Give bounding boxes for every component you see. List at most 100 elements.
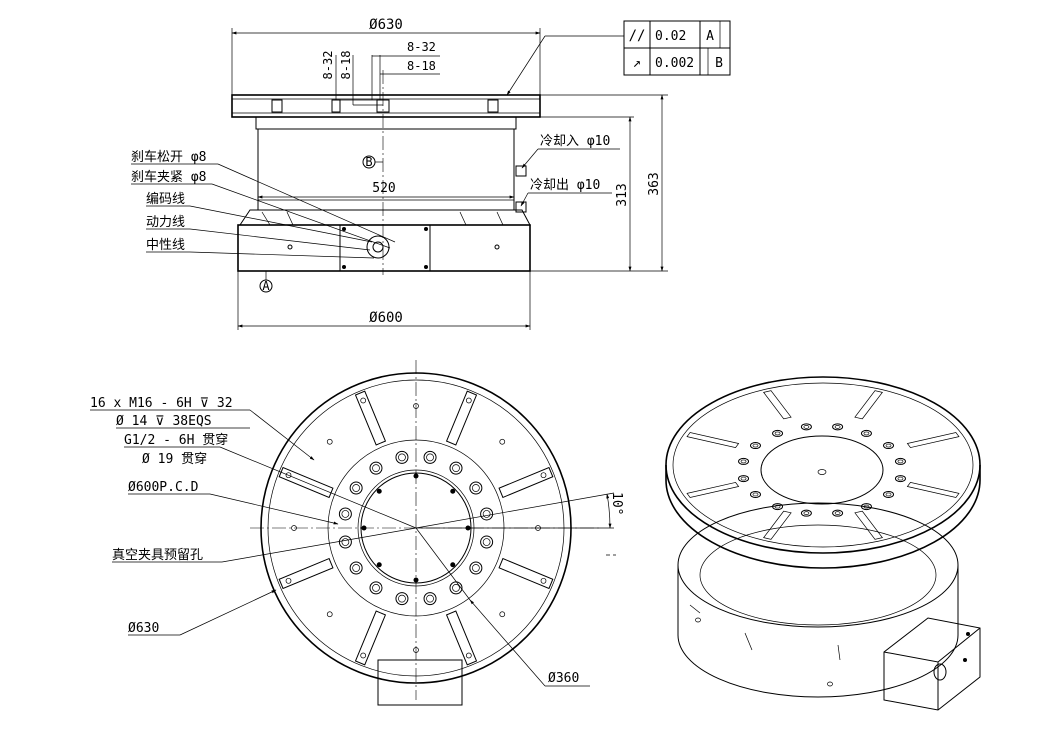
iso-bolt-hole (883, 442, 895, 450)
label-encoder-line: 编码线 (146, 192, 185, 207)
dim-overall-height: 363 (647, 172, 662, 195)
label-brake-clamp: 刹车夹紧 φ8 (131, 169, 206, 185)
isometric-view (665, 376, 981, 711)
t-slot (498, 557, 554, 590)
bolt-hole (369, 581, 383, 595)
iso-bolt-hole (894, 475, 906, 483)
bolt-hole-inner (472, 484, 480, 492)
bolt-hole-inner (452, 464, 460, 472)
bolt-hole-inner (341, 538, 350, 546)
thread-left-a: 8-32 (321, 51, 335, 80)
tolerance-frame: // 0.02 A ↗ 0.002 B (623, 20, 731, 76)
angle-label: 10° (609, 492, 624, 515)
iso-bolt-hole-inner (834, 511, 841, 516)
iso-bolt-holes (738, 423, 906, 517)
rim-hole (360, 652, 367, 659)
iso-t-slot (906, 432, 960, 448)
port-spec-1: G1/2 - 6H 贯穿 (124, 432, 228, 448)
t-slot (278, 466, 334, 499)
dim-bottom-diameter: Ø600 (369, 310, 403, 326)
bolt-hole (395, 450, 409, 464)
bolt-hole-inner (372, 584, 380, 592)
label-brake-release: 刹车松开 φ8 (131, 149, 206, 165)
bolt-hole-inner (472, 564, 480, 572)
t-slots (278, 390, 554, 666)
tol-row1-value: 0.02 (655, 29, 686, 44)
iso-t-slot (763, 510, 792, 540)
label-cooling-in: 冷却入 φ10 (540, 134, 610, 149)
iso-bolt-hole (860, 503, 872, 511)
bolt-holes (338, 450, 494, 606)
port-spec-2: Ø 19 贯穿 (142, 451, 207, 467)
bolt-hole (480, 535, 494, 549)
iso-bolt-hole-inner (774, 504, 781, 509)
iso-t-slot (854, 510, 883, 540)
t-slot (354, 390, 387, 446)
inner-dot (450, 562, 456, 568)
iso-bolt-hole (772, 503, 784, 511)
iso-bolt-hole-inner (885, 492, 892, 497)
iso-bolt-hole (832, 509, 844, 517)
bolt-hole-inner (482, 538, 491, 546)
bolt-hole (395, 592, 409, 606)
bolt-hole-inner (482, 510, 491, 518)
bolt-hole (469, 561, 483, 575)
iso-bolt-hole-inner (863, 431, 870, 436)
dia-630-label: Ø630 (128, 621, 159, 636)
rim-hole (465, 397, 472, 404)
iso-bolt-hole-inner (897, 459, 904, 464)
bolt-hole-inner (352, 564, 360, 572)
t-slot (498, 466, 554, 499)
iso-bolt-hole-inner (897, 476, 904, 481)
bolt-hole (423, 450, 437, 464)
bolt-hole-inner (426, 594, 434, 603)
bolt-hole-inner (452, 584, 460, 592)
inner-dot (450, 488, 456, 494)
bolt-hole (449, 461, 463, 475)
top-view: 10° 16 x M16 - 6H ⊽ 32 Ø 14 ⊽ 38EQS G1/2… (90, 360, 624, 706)
bolt-hole (469, 481, 483, 495)
datum-a-label: A (262, 279, 270, 293)
iso-bolt-hole (860, 429, 872, 437)
iso-t-slot (686, 432, 740, 448)
t-slot (278, 557, 334, 590)
rim-hole (540, 472, 547, 479)
iso-t-slot (854, 390, 883, 420)
vacuum-hole-label: 真空夹具预留孔 (112, 548, 203, 563)
dim-body-height: 313 (615, 183, 630, 206)
iso-bolt-hole (738, 457, 750, 465)
front-view: B A Ø630 520 Ø600 313 363 8-32 8-18 (131, 17, 668, 330)
hole-spec-2: Ø 14 ⊽ 38EQS (116, 414, 212, 429)
iso-bolt-hole (800, 423, 812, 431)
bolt-hole-inner (426, 453, 434, 462)
iso-bolt-hole-inner (740, 459, 747, 464)
rim-hole (499, 611, 506, 618)
iso-bolt-hole (894, 457, 906, 465)
bolt-hole (349, 561, 363, 575)
bolt-hole-inner (372, 464, 380, 472)
tol-row1-datum: A (706, 29, 714, 44)
dia-360-label: Ø360 (548, 671, 579, 686)
pcd-label: Ø600P.C.D (128, 480, 199, 495)
iso-bolt-hole (738, 475, 750, 483)
t-slot (445, 390, 478, 446)
dim-top-diameter: Ø630 (369, 17, 403, 33)
bolt-hole-inner (398, 453, 406, 462)
t-slot (354, 610, 387, 666)
label-cooling-out: 冷却出 φ10 (530, 178, 600, 193)
inner-dot (376, 488, 382, 494)
iso-bolt-hole-inner (752, 443, 759, 448)
dim-body-width: 520 (372, 181, 395, 196)
bolt-hole (349, 481, 363, 495)
tol-row2-value: 0.002 (655, 56, 694, 71)
bolt-hole (449, 581, 463, 595)
rim-hole (465, 652, 472, 659)
rim-hole (540, 577, 547, 584)
rim-hole (360, 397, 367, 404)
rim-hole (499, 438, 506, 445)
iso-bolt-hole-inner (863, 504, 870, 509)
thread-right-a: 8-32 (407, 40, 436, 54)
label-neutral-line: 中性线 (146, 238, 185, 253)
rim-hole (326, 438, 333, 445)
